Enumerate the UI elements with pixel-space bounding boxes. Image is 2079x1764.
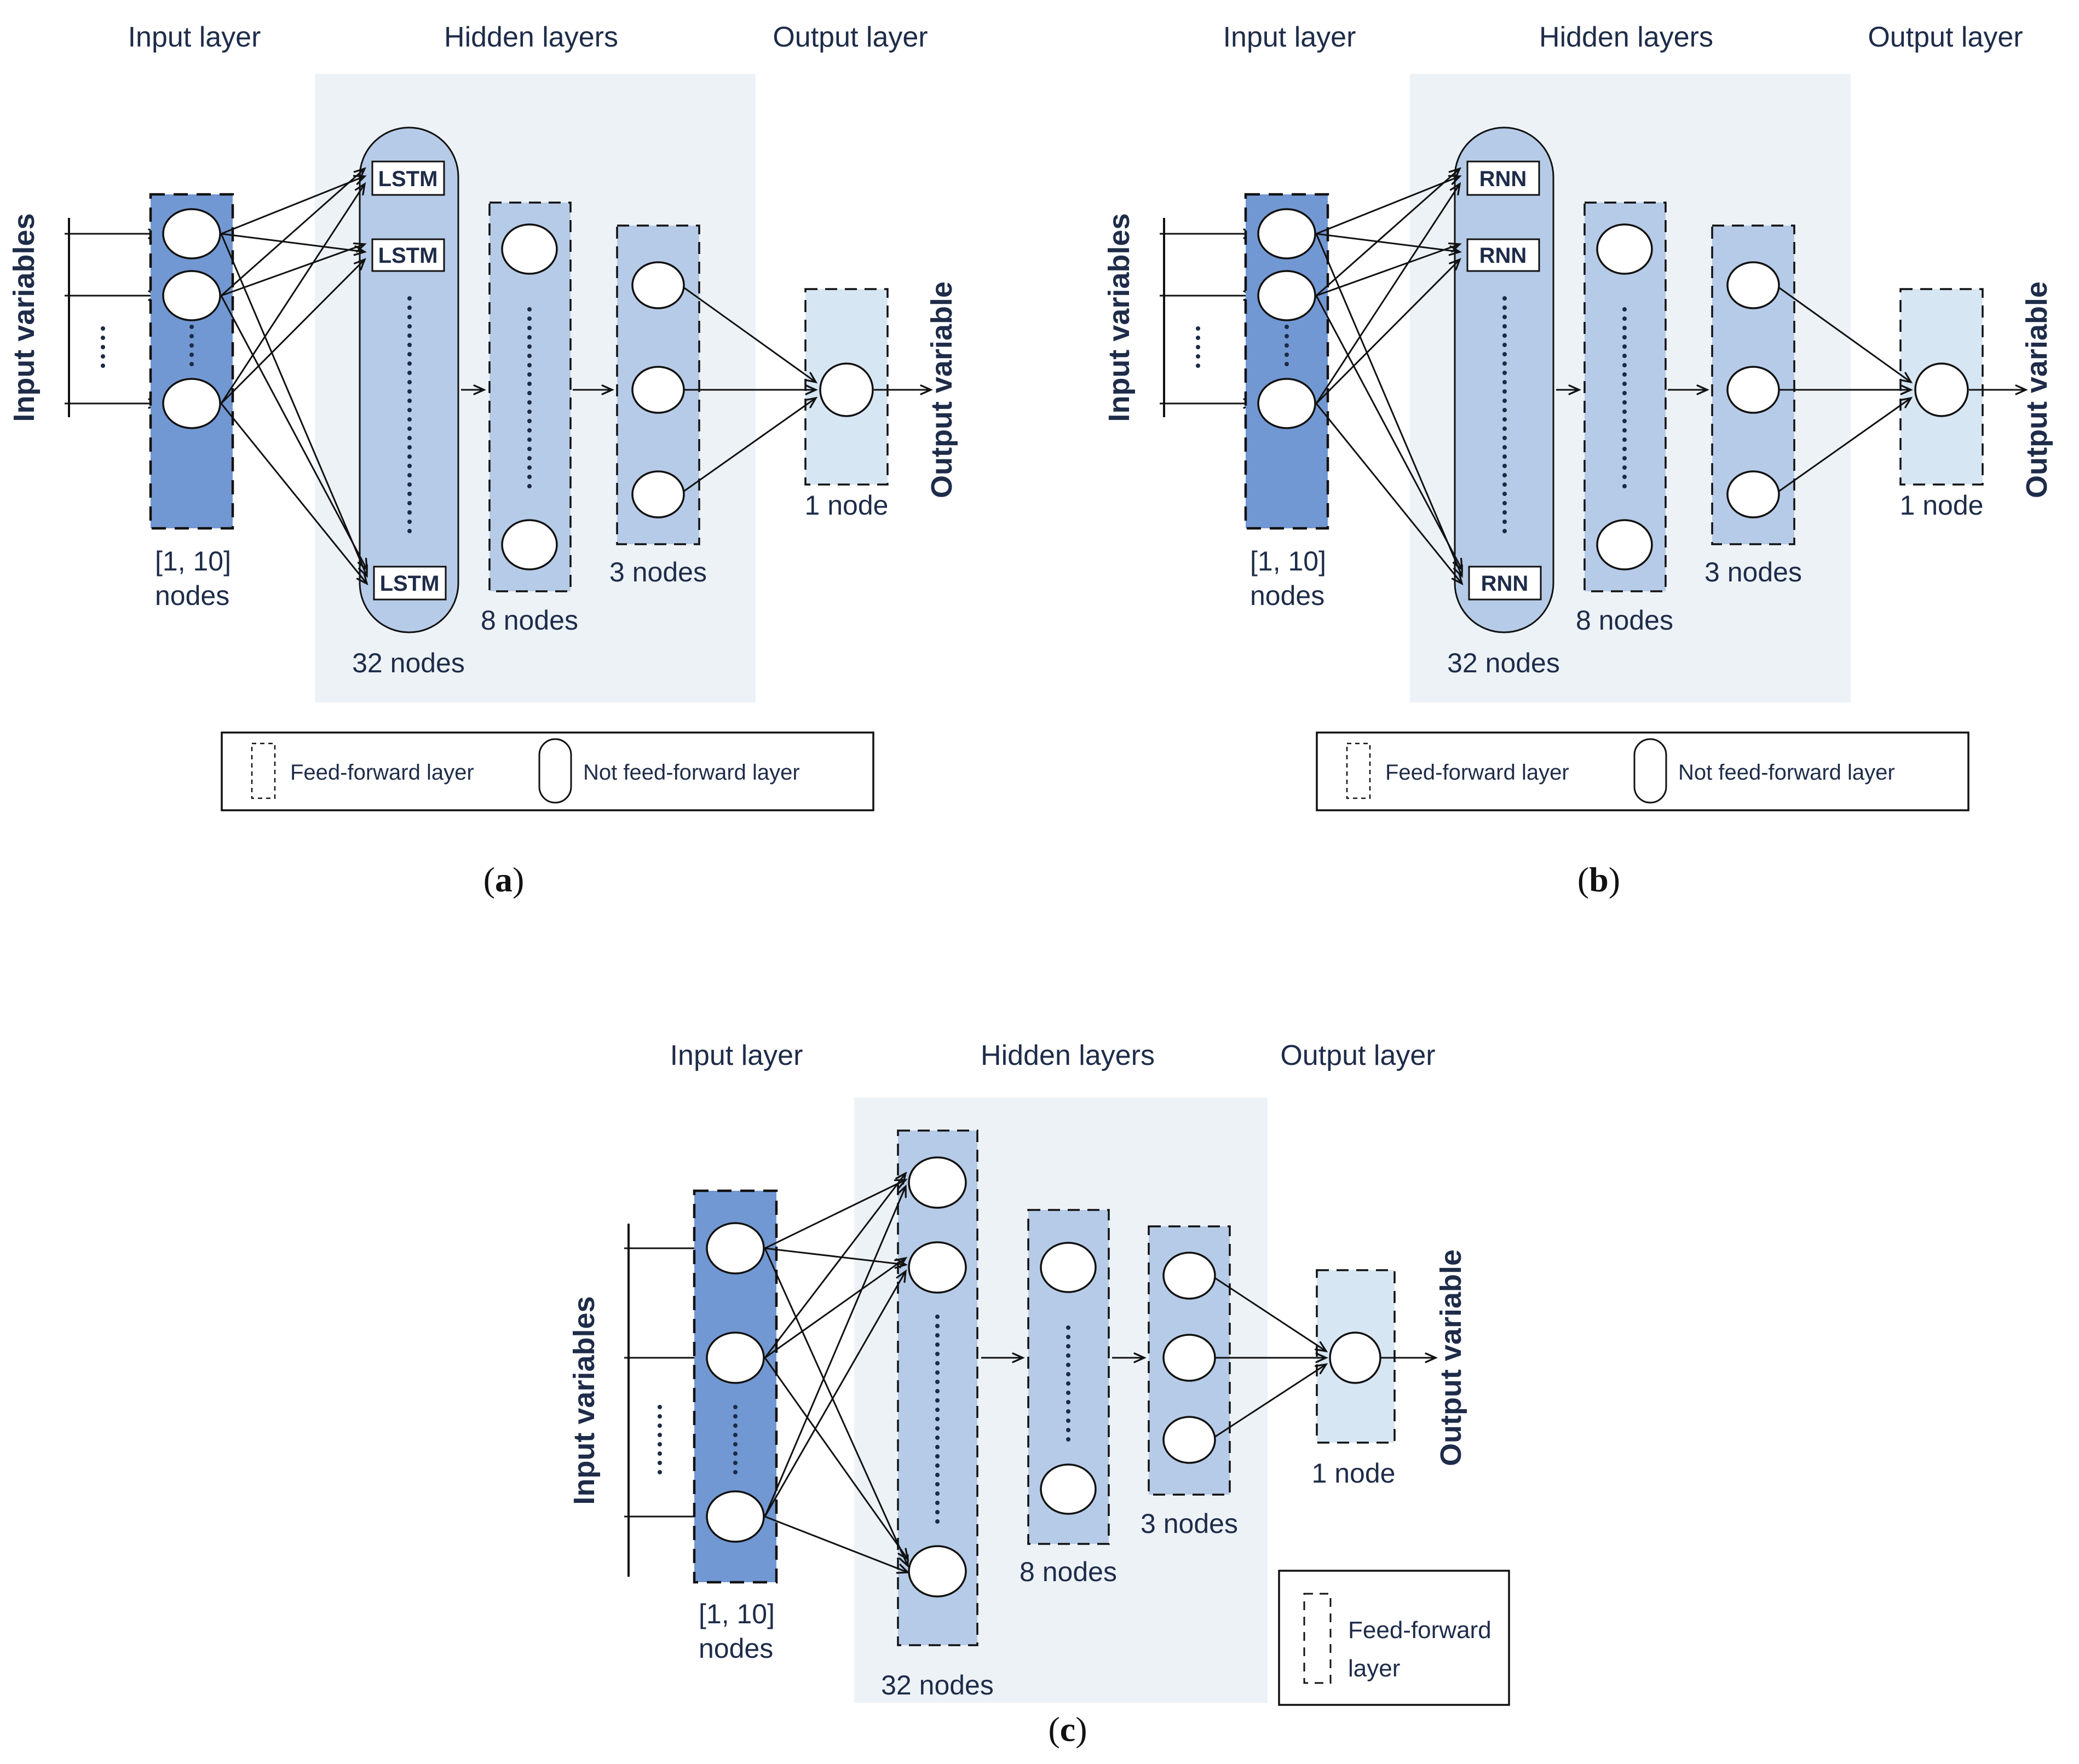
connection-arrow — [1215, 1277, 1328, 1353]
legend-feed-forward-label: Feed-forward layer — [290, 760, 474, 785]
legend-not-feed-forward-label: Not feed-forward layer — [1678, 760, 1895, 785]
caption-paren: ( — [483, 860, 495, 899]
caption-paren: ( — [1577, 860, 1589, 899]
output-layer-title: Output layer — [1280, 1040, 1435, 1071]
input-node — [706, 1331, 765, 1384]
connection-arrow — [764, 1247, 908, 1269]
hidden-node — [908, 1156, 967, 1209]
input-variables-label: Input variables — [568, 1296, 601, 1504]
legend-feed-forward-line2: layer — [1348, 1655, 1400, 1682]
panel-c: Input layer Hidden layers Output layer I… — [568, 1040, 1510, 1749]
connection-arrow — [764, 1179, 908, 1249]
input-layer-title: Input layer — [670, 1040, 803, 1071]
panel-a: Input layer Hidden layers Output layer I… — [8, 21, 958, 899]
cell-label: RNN — [1481, 572, 1529, 596]
hidden3-node-count: 3 nodes — [1704, 557, 1802, 587]
connection-arrow — [764, 1184, 907, 1517]
connection-arrow — [764, 1248, 909, 1568]
hidden1-node-count: 32 nodes — [881, 1670, 994, 1700]
hidden-node — [1162, 1416, 1216, 1464]
cell-label: RNN — [1479, 244, 1527, 268]
caption-paren: ) — [512, 860, 524, 899]
output-layer-title: Output layer — [773, 21, 928, 53]
input-variables-label: Input variables — [1103, 213, 1136, 422]
caption-paren: ) — [1075, 1710, 1087, 1749]
connection-arrow — [764, 1256, 908, 1359]
hidden-layers-title: Hidden layers — [1539, 21, 1713, 53]
input-layer-title: Input layer — [128, 21, 261, 53]
legend-feed-forward-label: Feed-forward layer — [1385, 760, 1569, 785]
panel-caption: (a) — [483, 860, 525, 899]
output-variable-label: Output variable — [925, 281, 958, 498]
caption-letter: a — [495, 860, 512, 899]
input-node-count-line1: [1, 10] — [699, 1599, 775, 1629]
panel-caption: (b) — [1577, 860, 1620, 899]
output-variable-label: Output variable — [1435, 1249, 1467, 1466]
input-node-count-line2: nodes — [155, 580, 229, 611]
output-node-count: 1 node — [1900, 490, 1984, 521]
connection-arrow — [764, 1357, 909, 1561]
connection-arrow — [764, 1269, 907, 1517]
panel-caption: (c) — [1048, 1710, 1087, 1749]
cell-label: LSTM — [378, 244, 438, 268]
cell-label: LSTM — [380, 572, 440, 596]
input-node-count-line1: [1, 10] — [155, 546, 231, 577]
hidden2-node-count: 8 nodes — [481, 605, 578, 636]
hidden-node — [1162, 1252, 1216, 1300]
input-node — [706, 1222, 765, 1275]
hidden-node — [908, 1241, 967, 1294]
input-node-count-line1: [1, 10] — [1250, 546, 1326, 577]
input-node-count-line2: nodes — [699, 1633, 773, 1664]
output-variable-label: Output variable — [2020, 281, 2053, 498]
hidden-layers-title: Hidden layers — [981, 1040, 1155, 1071]
input-node — [706, 1490, 765, 1543]
hidden3-node-count: 3 nodes — [609, 557, 707, 587]
caption-letter: b — [1589, 860, 1609, 899]
input-variables-label: Input variables — [8, 213, 41, 422]
caption-paren: ( — [1048, 1710, 1059, 1749]
output-layer-title: Output layer — [1868, 21, 2023, 53]
connection-arrow — [764, 1171, 907, 1358]
cell-label: LSTM — [378, 167, 438, 191]
hidden-node — [1040, 1242, 1097, 1293]
hidden1-node-count: 32 nodes — [1447, 648, 1560, 678]
hidden2-node-count: 8 nodes — [1576, 605, 1673, 636]
legend-feed-forward-line1: Feed-forward — [1348, 1617, 1491, 1644]
hidden-node — [908, 1545, 967, 1598]
hidden1-node-count: 32 nodes — [352, 648, 465, 678]
legend-not-feed-forward-label: Not feed-forward layer — [583, 760, 800, 785]
connection-arrow — [1214, 1363, 1328, 1438]
hidden-layers-title: Hidden layers — [444, 21, 618, 53]
cell-label: RNN — [1479, 167, 1527, 191]
caption-paren: ) — [1609, 860, 1620, 899]
caption-letter: c — [1060, 1710, 1075, 1749]
input-layer-title: Input layer — [1223, 21, 1356, 53]
hidden2-node-count: 8 nodes — [1020, 1557, 1117, 1587]
connection-arrow — [764, 1515, 910, 1574]
output-node — [1329, 1331, 1381, 1384]
legend-box — [1278, 1570, 1510, 1706]
input-node-count-line2: nodes — [1250, 580, 1324, 611]
output-node-count: 1 node — [1312, 1458, 1396, 1489]
panel-b: Input layer Hidden layers Output layer I… — [1103, 21, 2053, 899]
hidden3-node-count: 3 nodes — [1141, 1508, 1238, 1539]
output-node-count: 1 node — [805, 490, 889, 521]
hidden-node — [1040, 1463, 1097, 1515]
feed-forward-layer-icon — [1303, 1593, 1332, 1684]
hidden-node — [1162, 1334, 1216, 1382]
